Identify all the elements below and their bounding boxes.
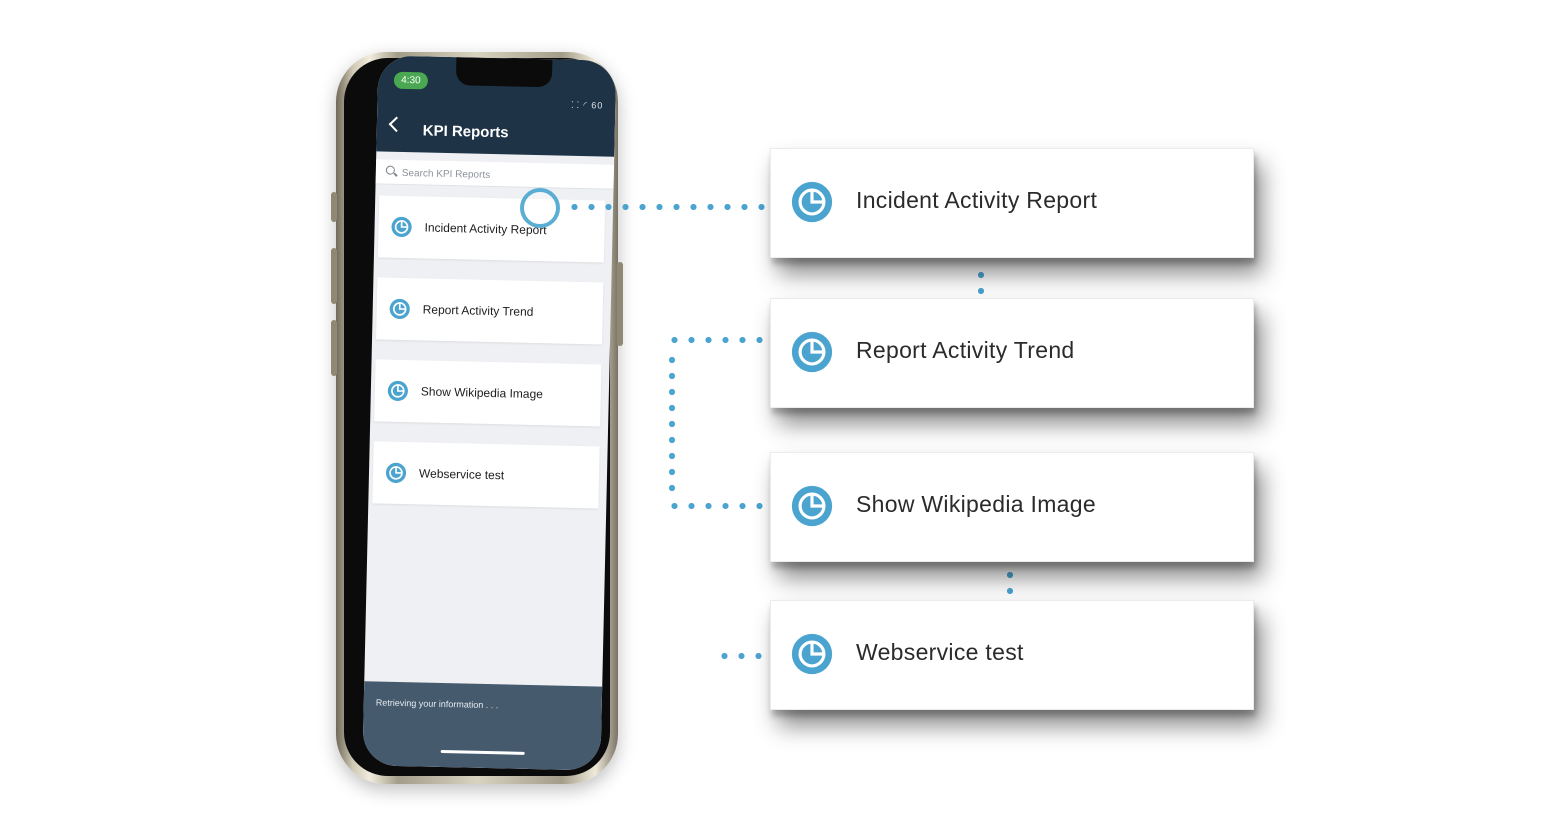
list-item[interactable]: Report Activity Trend [376, 277, 604, 345]
report-card-label: Report Activity Trend [856, 337, 1075, 363]
connector-dots [978, 267, 984, 297]
connector-dots [566, 204, 766, 210]
list-item[interactable]: Show Wikipedia Image [374, 359, 602, 427]
report-card[interactable]: Report Activity Trend [770, 298, 1254, 408]
connector-dots [1007, 567, 1013, 597]
volume-down-button [331, 320, 337, 376]
connector-dots [666, 337, 766, 343]
page-title: KPI Reports [422, 122, 509, 142]
status-time: 4:30 [393, 71, 429, 90]
loading-footer: Retrieving your information . . . [362, 681, 603, 771]
list-item-label: Webservice test [418, 466, 505, 483]
list-item-label: Show Wikipedia Image [420, 384, 544, 402]
connector-dots [669, 352, 675, 496]
volume-up-button [331, 248, 337, 304]
highlight-ring [520, 188, 560, 228]
report-card-label: Webservice test [856, 639, 1024, 665]
loading-status-text: Retrieving your information . . . [375, 697, 499, 711]
search-input[interactable] [399, 159, 585, 191]
camera-notch [455, 57, 553, 88]
search-icon [385, 165, 395, 175]
pie-chart-icon [387, 380, 408, 401]
status-icons: ⸬ ◜ 60 [571, 99, 604, 111]
list-item[interactable]: Incident Activity Report [377, 195, 606, 263]
back-arrow-icon[interactable] [387, 114, 401, 134]
pie-chart-icon [791, 633, 833, 675]
pie-chart-icon [385, 462, 407, 483]
mute-switch [331, 192, 337, 222]
report-card[interactable]: Incident Activity Report [770, 148, 1254, 258]
phone-screen: 4:30 ⸬ ◜ 60 KPI Reports Incident Activit… [362, 55, 617, 771]
report-card[interactable]: Webservice test [770, 600, 1254, 710]
app-header: 4:30 ⸬ ◜ 60 KPI Reports [376, 55, 617, 157]
list-item-label: Report Activity Trend [422, 302, 534, 319]
pie-chart-icon [391, 216, 412, 238]
report-card-label: Show Wikipedia Image [856, 491, 1096, 517]
home-indicator [440, 749, 525, 755]
connector-dots [666, 503, 766, 509]
pie-chart-icon [791, 331, 833, 373]
pie-chart-icon [791, 485, 833, 527]
connector-dots [716, 653, 766, 659]
pie-chart-icon [389, 298, 410, 320]
search-bar [375, 159, 615, 191]
power-button [617, 262, 623, 346]
pie-chart-icon [791, 181, 833, 223]
report-card[interactable]: Show Wikipedia Image [770, 452, 1254, 562]
report-card-label: Incident Activity Report [856, 187, 1098, 213]
list-item[interactable]: Webservice test [372, 441, 600, 509]
